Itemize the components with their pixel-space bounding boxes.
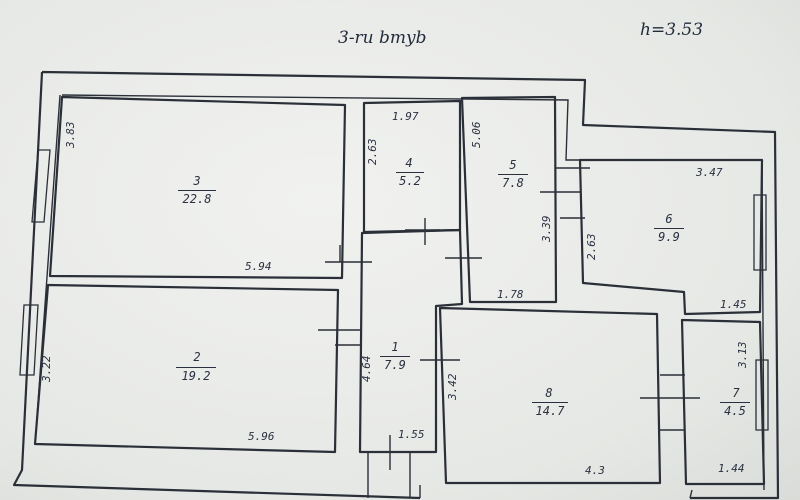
ceiling-height: h=3.53 xyxy=(640,20,704,40)
dim-room-8-height: 3.42 xyxy=(446,373,459,401)
dim-room-7-height: 3.13 xyxy=(736,341,749,369)
room-5-outline xyxy=(460,95,558,304)
room-4-area: 5.2 xyxy=(396,172,424,188)
room-8-area: 14.7 xyxy=(532,402,568,418)
room-7-number: 7 xyxy=(732,386,740,400)
floor-note: 3-ru bmyb xyxy=(338,28,427,48)
room-2-number: 2 xyxy=(193,350,201,364)
dim-room-1-width: 1.55 xyxy=(398,428,425,441)
room-6-area: 9.9 xyxy=(654,228,684,244)
room-6-outline xyxy=(578,158,764,316)
dim-room-6-height: 2.63 xyxy=(585,233,598,261)
room-3-number: 3 xyxy=(193,174,201,188)
dim-room-4-height: 2.63 xyxy=(366,138,379,166)
dim-room-3-width: 5.94 xyxy=(245,260,272,273)
window-right-lower xyxy=(755,359,769,431)
room-2-outline xyxy=(33,283,340,454)
dim-room-5-width: 1.78 xyxy=(497,288,524,301)
room-8-outline xyxy=(438,306,662,485)
room-1-area: 7.9 xyxy=(380,356,410,372)
window-right-upper xyxy=(753,194,767,271)
dim-room-6-bottom: 1.45 xyxy=(720,298,747,311)
dim-room-2-width: 5.96 xyxy=(248,430,275,443)
room-2-area: 19.2 xyxy=(176,367,216,383)
door-marks xyxy=(318,167,700,498)
outer-wall xyxy=(12,70,780,500)
dim-room-1-height: 4.64 xyxy=(360,355,373,383)
dim-room-4-width: 1.97 xyxy=(392,110,419,123)
window-left-lower xyxy=(19,304,39,376)
room-6-number: 6 xyxy=(665,212,673,226)
dim-room-3-height: 3.83 xyxy=(64,121,77,149)
room-5-number: 5 xyxy=(509,158,517,172)
dim-room-2-height: 3.22 xyxy=(40,355,53,383)
dim-room-5-side: 3.39 xyxy=(540,215,553,243)
room-3-area: 22.8 xyxy=(178,190,216,206)
dim-room-6-width: 3.47 xyxy=(696,166,723,179)
bottom-stub xyxy=(419,485,693,499)
dim-room-7-width: 1.44 xyxy=(718,462,745,475)
room-1-outline xyxy=(358,228,464,454)
dim-room-5-height: 5.06 xyxy=(470,121,483,149)
room-1-number: 1 xyxy=(391,340,399,354)
room-8-number: 8 xyxy=(545,386,553,400)
room-3-outline xyxy=(48,95,347,280)
room-4-number: 4 xyxy=(405,156,413,170)
dim-room-8-width: 4.3 xyxy=(585,464,605,477)
room-7-area: 4.5 xyxy=(720,402,750,418)
window-left-upper xyxy=(31,149,51,223)
room-5-area: 7.8 xyxy=(498,174,528,190)
